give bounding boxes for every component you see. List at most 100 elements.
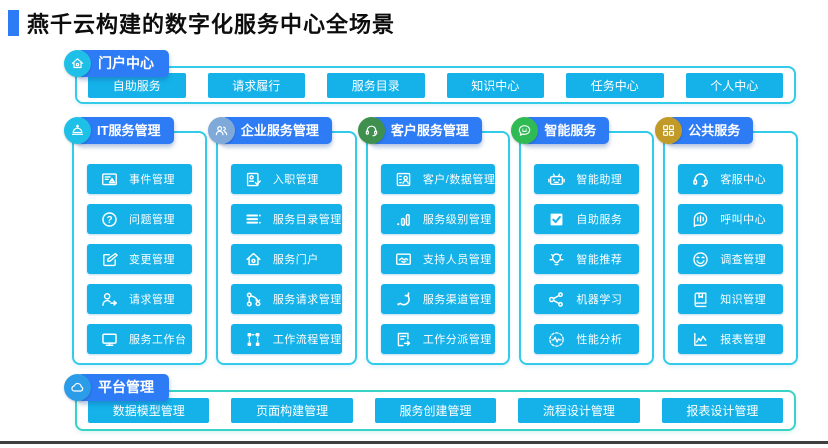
pulse-circle-icon bbox=[547, 330, 566, 349]
network-icon bbox=[547, 290, 566, 309]
item-service-channel-management: 服务渠道管理 bbox=[380, 284, 496, 314]
grid-icon bbox=[655, 117, 683, 144]
item-incident-management: 事件管理 bbox=[87, 164, 192, 194]
cloud-icon bbox=[64, 374, 91, 401]
item-request-management: 请求管理 bbox=[87, 284, 192, 314]
doc-arrow-icon bbox=[394, 330, 413, 349]
item-label: 服务门户 bbox=[272, 254, 319, 266]
list-icon bbox=[244, 210, 263, 229]
item-label: 入职管理 bbox=[272, 174, 319, 186]
item-label: 客服中心 bbox=[720, 174, 767, 186]
item-self-service: 自助服务 bbox=[534, 204, 640, 234]
platform-management-header: 平台管理 bbox=[64, 374, 169, 401]
item-customer-service-center: 客服中心 bbox=[678, 164, 783, 194]
item-workflow-management: 工作流程管理 bbox=[230, 324, 342, 354]
column-public-service: 公共服务 客服中心 呼叫中心 调查管理 知识管理 报表管理 bbox=[655, 117, 798, 365]
headset-icon bbox=[691, 170, 710, 189]
item-knowledge-management: 知识管理 bbox=[678, 284, 783, 314]
desktop-icon bbox=[100, 330, 119, 349]
swirl-arrow-icon bbox=[394, 290, 413, 309]
question-circle-icon bbox=[100, 210, 119, 229]
column-header-intelligent-service: 智能服务 bbox=[511, 117, 610, 144]
column-header-enterprise-service: 企业服务管理 bbox=[207, 117, 332, 144]
id-card-check-icon bbox=[244, 170, 263, 189]
portal-center-header: 门户中心 bbox=[64, 50, 169, 77]
book-icon bbox=[691, 290, 710, 309]
chart-line-icon bbox=[691, 330, 710, 349]
item-label: 自助服务 bbox=[576, 214, 623, 226]
column-header-customer-service: 客户服务管理 bbox=[357, 117, 482, 144]
item-report-management: 报表管理 bbox=[678, 324, 783, 354]
item-service-workbench: 服务工作台 bbox=[87, 324, 192, 354]
platform-item-report-design-management: 报表设计管理 bbox=[661, 398, 784, 423]
flow-nodes-icon bbox=[244, 330, 263, 349]
item-label: 机器学习 bbox=[576, 294, 623, 306]
item-label: 服务级别管理 bbox=[422, 214, 492, 226]
item-performance-analysis: 性能分析 bbox=[534, 324, 640, 354]
item-work-dispatch-management: 工作分派管理 bbox=[380, 324, 496, 354]
screen-alert-icon bbox=[100, 170, 119, 189]
item-service-catalog-management: 服务目录管理 bbox=[230, 204, 342, 234]
item-label: 智能助理 bbox=[576, 174, 623, 186]
item-label: 支持人员管理 bbox=[422, 254, 492, 266]
item-label: 报表管理 bbox=[720, 334, 767, 346]
item-customer-data-management: 客户/数据管理 bbox=[380, 164, 496, 194]
title-accent-bar bbox=[8, 10, 19, 36]
column-title: 公共服务 bbox=[668, 117, 754, 144]
home-icon bbox=[64, 50, 91, 77]
column-title: IT服务管理 bbox=[77, 117, 174, 144]
item-onboarding-management: 入职管理 bbox=[230, 164, 342, 194]
item-label: 智能推荐 bbox=[576, 254, 623, 266]
edit-square-icon bbox=[100, 250, 119, 269]
item-intelligent-assistant: 智能助理 bbox=[534, 164, 640, 194]
platform-management-section: 平台管理 数据模型管理 页面构建管理 服务创建管理 流程设计管理 报表设计管理 bbox=[64, 374, 796, 431]
column-intelligent-service: 智能服务 智能助理 自助服务 智能推荐 机器学习 性能分析 bbox=[511, 117, 655, 365]
robot-icon bbox=[547, 170, 566, 189]
item-label: 服务请求管理 bbox=[272, 294, 342, 306]
portal-item-task-center: 任务中心 bbox=[566, 72, 664, 98]
item-change-management: 变更管理 bbox=[87, 244, 192, 274]
item-intelligent-recommendation: 智能推荐 bbox=[534, 244, 640, 274]
column-enterprise-service-management: 企业服务管理 入职管理 服务目录管理 服务门户 服务请求管理 工作流程管理 bbox=[207, 117, 357, 365]
column-title: 智能服务 bbox=[524, 117, 610, 144]
item-label: 知识管理 bbox=[720, 294, 767, 306]
bulb-icon bbox=[547, 250, 566, 269]
item-label: 客户/数据管理 bbox=[422, 174, 496, 186]
portal-center-section: 门户中心 自助服务 请求履行 服务目录 知识中心 任务中心 个人中心 bbox=[64, 50, 796, 104]
page-title: 燕千云构建的数字化服务中心全场景 bbox=[27, 12, 396, 37]
item-label: 服务工作台 bbox=[129, 334, 187, 346]
item-label: 性能分析 bbox=[576, 334, 623, 346]
item-survey-management: 调查管理 bbox=[678, 244, 783, 274]
item-label: 调查管理 bbox=[720, 254, 767, 266]
portal-item-request-fulfillment: 请求履行 bbox=[207, 72, 305, 98]
column-it-service-management: IT服务管理 事件管理 问题管理 变更管理 请求管理 服务工作台 bbox=[64, 117, 207, 365]
platform-management-title: 平台管理 bbox=[77, 374, 169, 401]
column-header-public-service: 公共服务 bbox=[655, 117, 754, 144]
checkbox-icon bbox=[547, 210, 566, 229]
item-label: 呼叫中心 bbox=[720, 214, 767, 226]
item-label: 变更管理 bbox=[129, 254, 175, 266]
home-icon bbox=[244, 250, 263, 269]
column-title: 客户服务管理 bbox=[370, 117, 482, 144]
item-service-level-management: 服务级别管理 bbox=[380, 204, 496, 234]
headset-icon bbox=[357, 117, 385, 144]
contact-card-icon bbox=[394, 170, 413, 189]
item-problem-management: 问题管理 bbox=[87, 204, 192, 234]
platform-item-process-design-management: 流程设计管理 bbox=[518, 398, 640, 423]
bottom-divider bbox=[0, 441, 828, 444]
item-label: 工作流程管理 bbox=[272, 334, 342, 346]
item-label: 问题管理 bbox=[129, 214, 175, 226]
service-bell-icon bbox=[64, 117, 91, 144]
smiley-icon bbox=[691, 250, 710, 269]
people-icon bbox=[207, 117, 235, 144]
handshake-screen-icon bbox=[394, 250, 413, 269]
column-header-it-service: IT服务管理 bbox=[64, 117, 174, 144]
item-call-center: 呼叫中心 bbox=[678, 204, 783, 234]
item-label: 事件管理 bbox=[129, 174, 175, 186]
service-columns: IT服务管理 事件管理 问题管理 变更管理 请求管理 服务工作台 bbox=[64, 117, 798, 365]
column-title: 企业服务管理 bbox=[220, 117, 332, 144]
person-arrow-icon bbox=[100, 290, 119, 309]
chat-smile-icon bbox=[511, 117, 539, 144]
item-support-staff-management: 支持人员管理 bbox=[380, 244, 496, 274]
